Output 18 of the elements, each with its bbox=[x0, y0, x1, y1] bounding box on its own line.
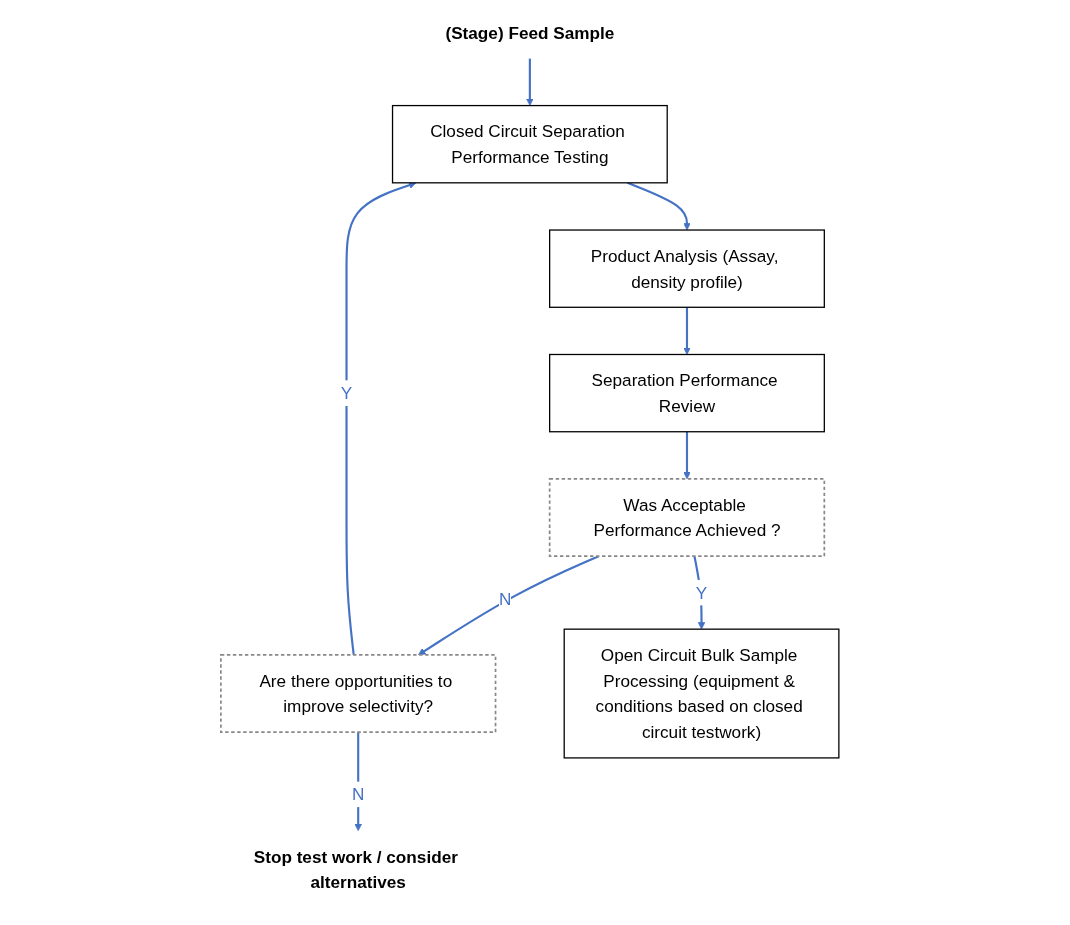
node-text: (Stage) Feed Sample bbox=[445, 23, 615, 43]
arrow bbox=[345, 181, 417, 656]
node-box: Was Acceptable Performance Achieved ? bbox=[548, 478, 826, 558]
node-box: Open Circuit Bulk Sample Processing (equipment & conditions based on closed circuit testwork) bbox=[563, 628, 840, 759]
node-box: Product Analysis (Assay, density profile) bbox=[549, 229, 826, 308]
edge-label: N bbox=[499, 589, 512, 609]
edge-label: Y bbox=[695, 583, 708, 603]
arrow bbox=[683, 307, 691, 355]
node-box: Are there opportunities to improve selectivity? bbox=[220, 654, 497, 733]
node-box: Closed Circuit Separation Performance Testing bbox=[392, 104, 668, 184]
edge-label: Y bbox=[340, 383, 353, 403]
arrow bbox=[418, 555, 600, 656]
node-box: Separation Performance Review bbox=[549, 353, 826, 433]
arrow bbox=[627, 181, 691, 231]
node-text: Stop test work / consider alternatives bbox=[253, 847, 458, 892]
arrow bbox=[683, 431, 691, 480]
arrow bbox=[526, 58, 534, 106]
edge-label: N bbox=[352, 784, 365, 804]
